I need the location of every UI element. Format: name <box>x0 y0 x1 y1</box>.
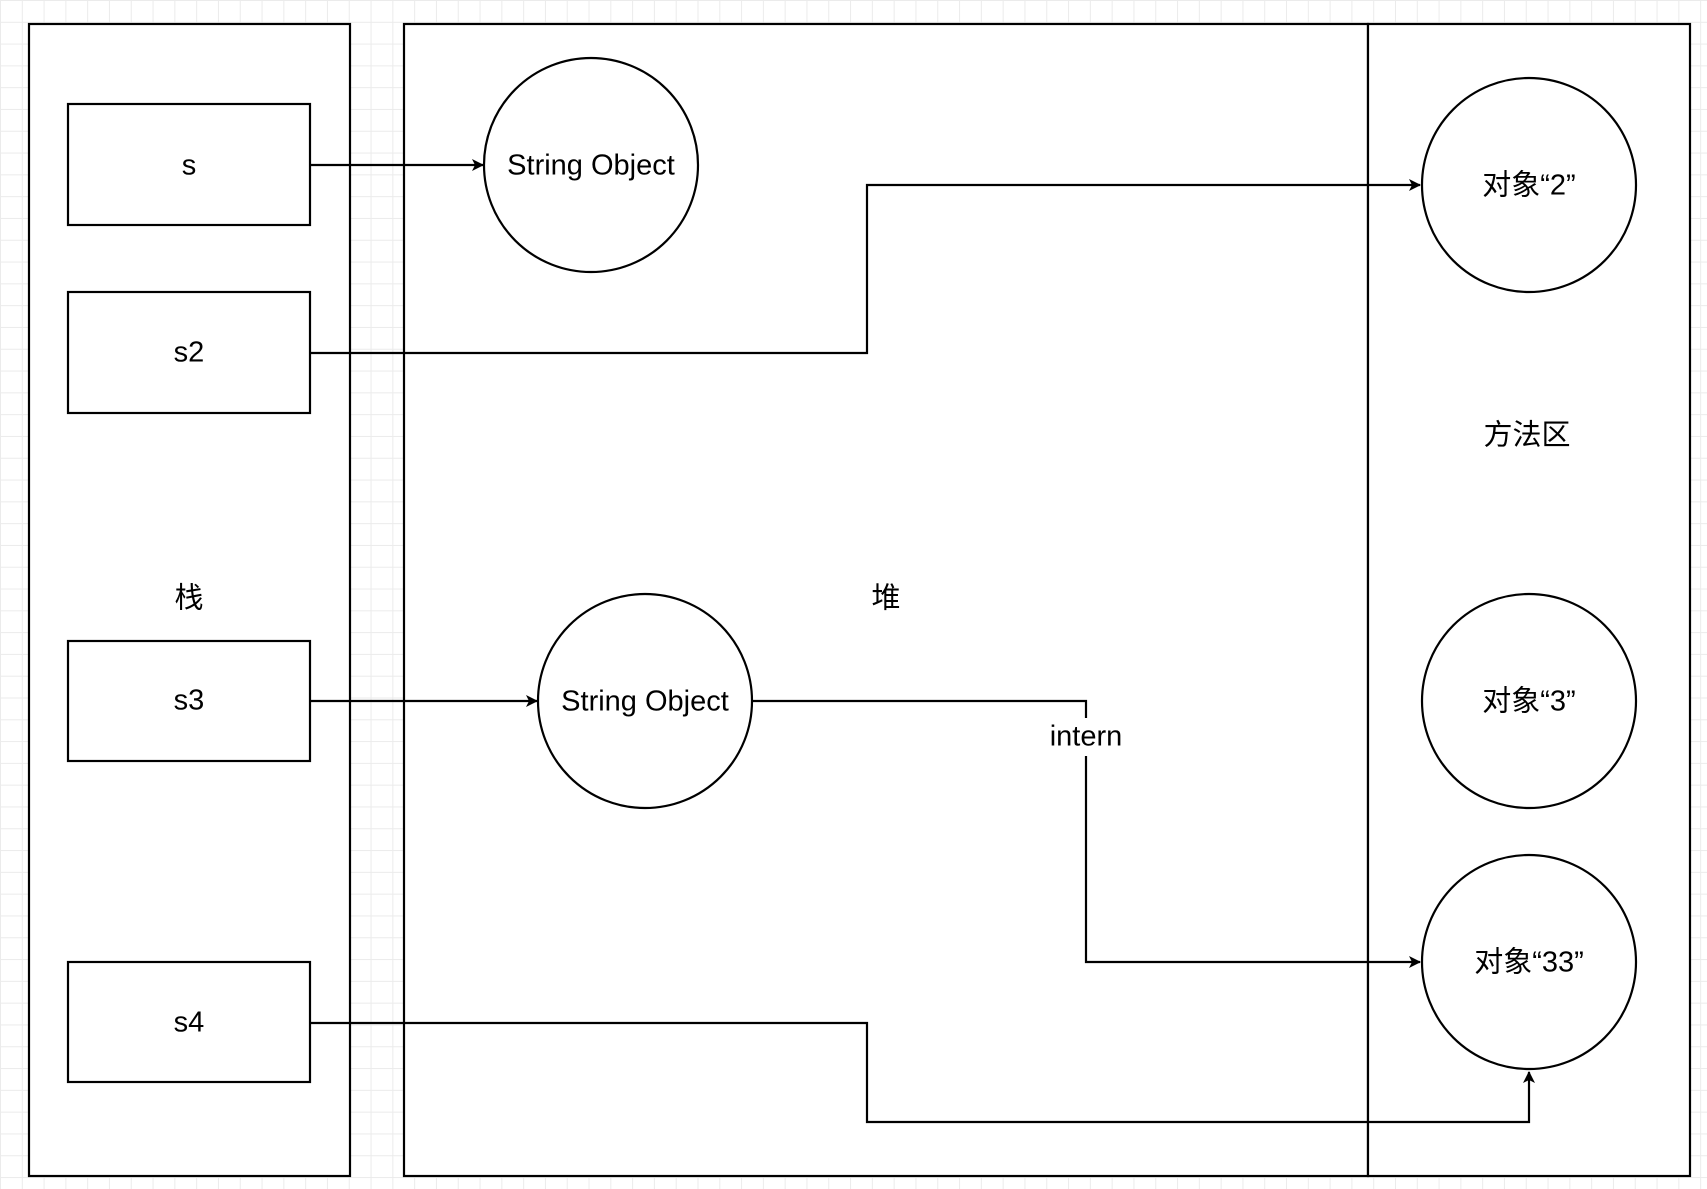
stack-var-s: s <box>66 102 312 227</box>
pool-object-label: 对象“3” <box>1482 685 1575 718</box>
stack-var-s3: s3 <box>66 639 312 763</box>
stack-var-s2: s2 <box>66 290 312 415</box>
stack-var-label: s4 <box>174 1007 205 1039</box>
edge-s2-to-pool-2 <box>310 179 1421 355</box>
stack-var-s4: s4 <box>66 960 312 1084</box>
intern-label-bg <box>1040 718 1132 756</box>
edge-s4-to-pool-33 <box>310 1021 1535 1124</box>
heap-object-label: String Object <box>507 150 675 182</box>
stack-label: 栈 <box>174 582 203 615</box>
heap-string-object-2: String Object <box>536 592 754 810</box>
heap-object-label: String Object <box>561 686 729 718</box>
heap-label: 堆 <box>871 582 900 615</box>
stack-var-label: s3 <box>174 685 205 717</box>
edge-intern-to-pool-33 <box>752 699 1421 968</box>
heap-string-object-1: String Object <box>482 56 700 274</box>
pool-object-2: 对象“2” <box>1420 76 1638 294</box>
pool-object-33: 对象“33” <box>1420 853 1638 1071</box>
stack-var-label: s <box>182 150 197 182</box>
stack-var-label: s2 <box>174 337 205 369</box>
method-area-label: 方法区 <box>1483 419 1570 452</box>
pool-object-label: 对象“2” <box>1482 169 1575 202</box>
pool-object-label: 对象“33” <box>1474 946 1584 979</box>
intern-edge-label: intern <box>1050 721 1123 753</box>
pool-object-3: 对象“3” <box>1420 592 1638 810</box>
